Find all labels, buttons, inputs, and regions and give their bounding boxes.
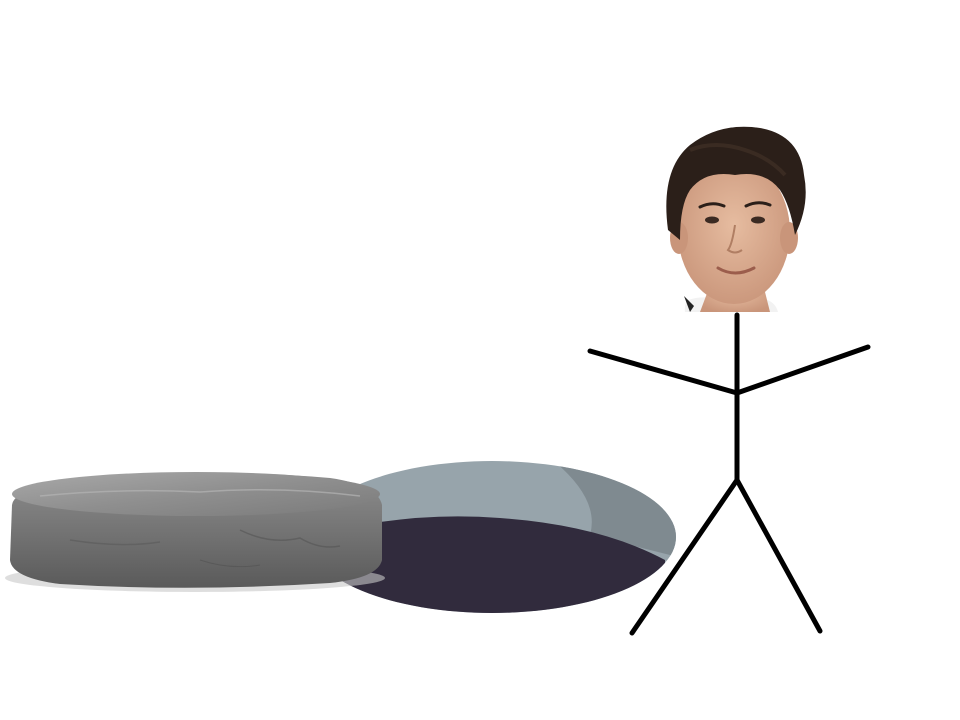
manhole-hole	[308, 461, 676, 613]
stone-slab	[5, 472, 385, 592]
stick-figure-right-arm	[734, 344, 871, 396]
face-photo	[666, 126, 806, 312]
stick-figure-left-leg	[629, 477, 740, 636]
stick-figure	[587, 312, 871, 636]
stick-figure-right-leg	[734, 477, 823, 634]
stick-figure-left-arm	[587, 348, 740, 396]
hair-shape	[666, 126, 806, 240]
